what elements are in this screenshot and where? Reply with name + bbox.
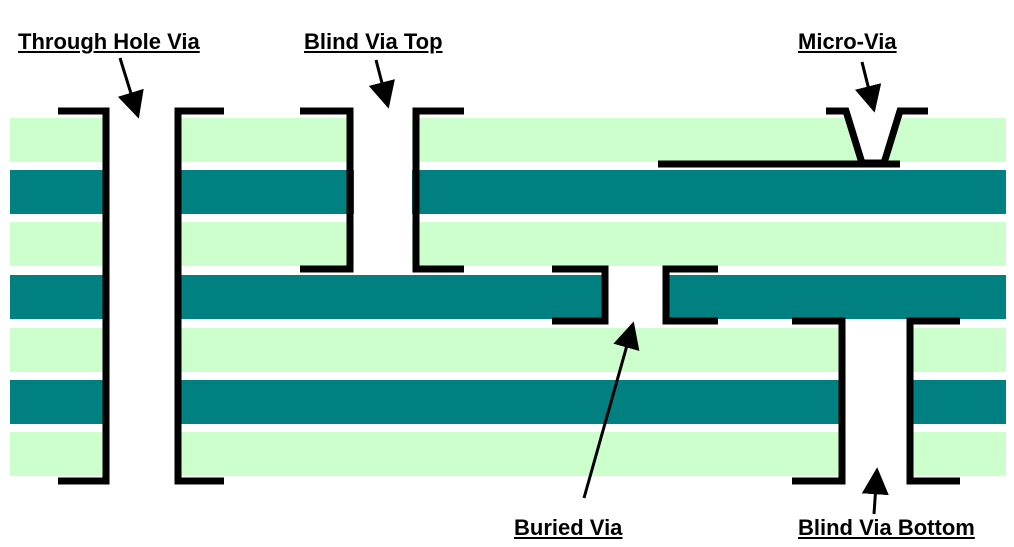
buried-via-label: Buried Via [514,515,623,540]
through-hole-via-hole [106,108,178,484]
micro-via-arrow [855,61,882,113]
blind-top-arrow [368,59,395,109]
buried-plating-left [552,265,609,325]
through-hole-plating-left [58,107,110,485]
through-hole-plating-right [174,107,224,485]
blind-via-bottom-label: Blind Via Bottom [798,515,975,540]
blind-bottom-plating-left [792,317,846,485]
buried-plating-right [662,265,718,325]
micro-via-label: Micro-Via [798,29,897,54]
leader-arrows [117,57,889,515]
buried-via-hole [608,268,664,324]
blind-bottom-arrow [861,467,889,515]
blind-top-plating-left [300,107,354,273]
via-holes [106,108,920,484]
via-plating [58,107,960,485]
blind-via-top-hole [354,108,412,272]
blind-top-plating-right [412,107,464,273]
through-hole-arrow [117,57,144,119]
blind-via-bottom-hole [844,322,908,484]
blind-via-top-label: Blind Via Top [304,29,443,54]
blind-bottom-plating-right [906,317,960,485]
through-hole-via-label: Through Hole Via [18,29,200,54]
buried-via-arrow [582,321,640,499]
